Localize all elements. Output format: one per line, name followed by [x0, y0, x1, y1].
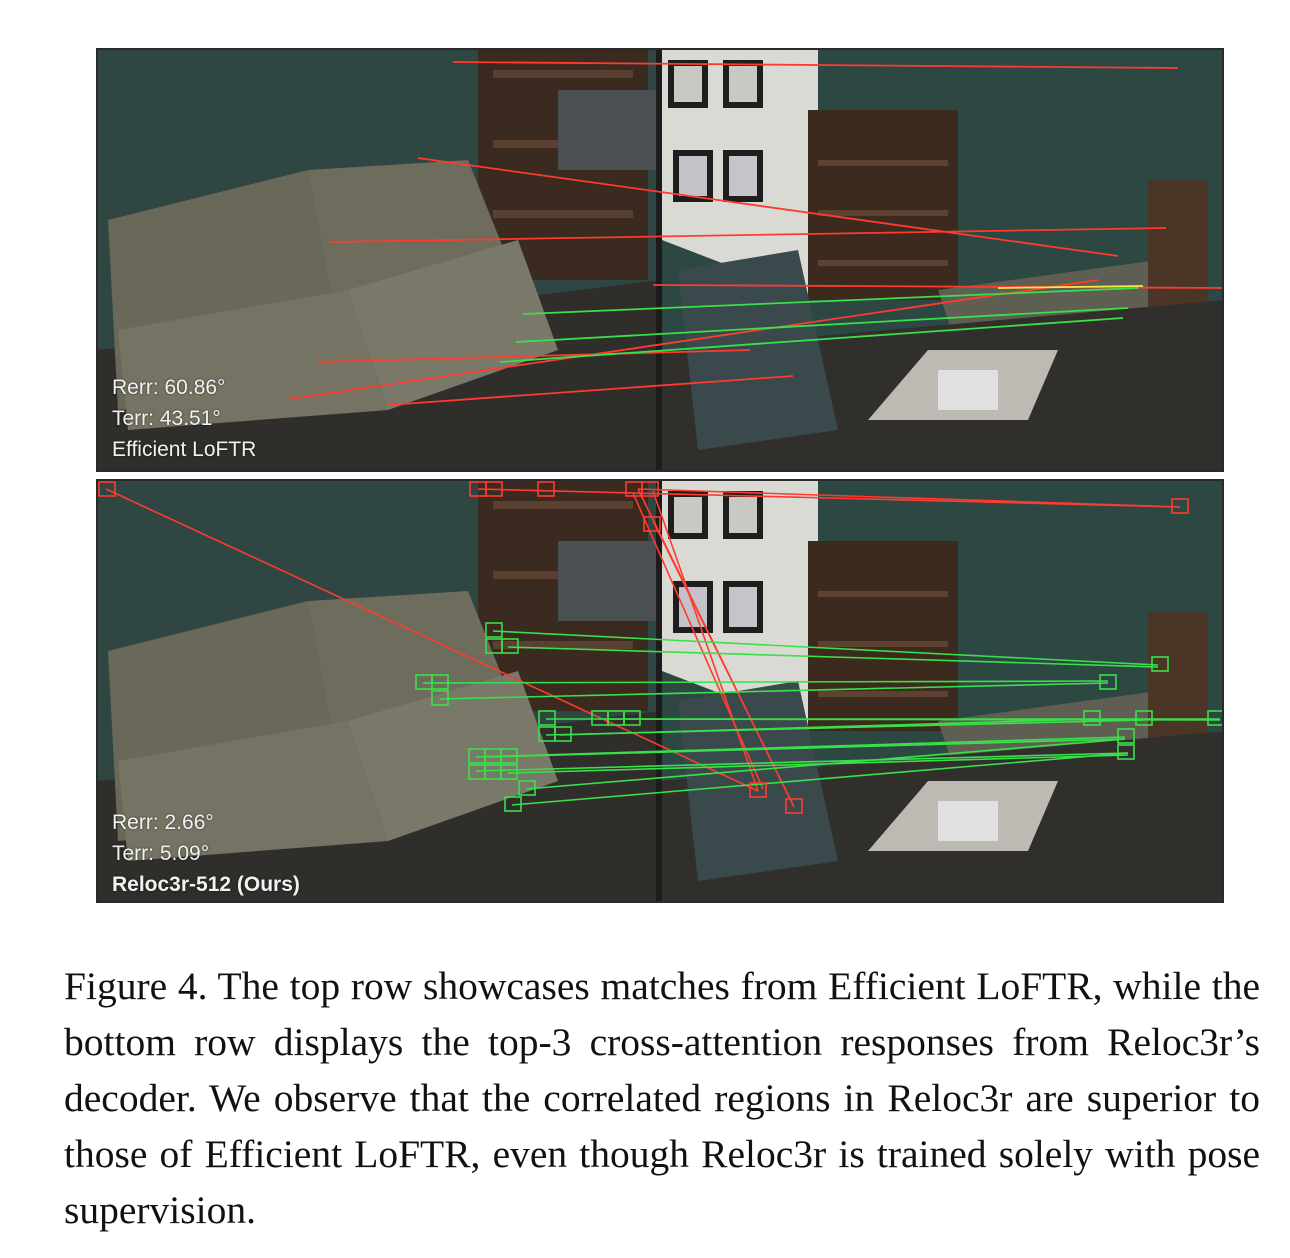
figure-caption: Figure 4. The top row showcases matches … — [64, 964, 1260, 1232]
bottom-panel-metrics: Rerr: 2.66° Terr: 5.09° Reloc3r-512 (Our… — [112, 807, 300, 900]
top-panel-metrics: Rerr: 60.86° Terr: 43.51° Efficient LoFT… — [112, 372, 256, 465]
right-bookshelf — [808, 110, 958, 300]
top-terr: Terr: 43.51° — [112, 407, 221, 430]
view-divider — [656, 50, 662, 470]
top-panel-efficient-loftr: Rerr: 60.86° Terr: 43.51° Efficient LoFT… — [96, 48, 1224, 472]
wrong-attention-boxes — [98, 481, 1189, 814]
correct-matches — [499, 287, 1139, 363]
bottom-method-label: Reloc3r-512 (Ours) — [112, 873, 300, 896]
bottom-panel-reloc3r: Rerr: 2.66° Terr: 5.09° Reloc3r-512 (Our… — [96, 479, 1224, 903]
wrong-attention-lines — [105, 488, 1181, 808]
yellow-match — [997, 285, 1144, 289]
top-rerr: Rerr: 60.86° — [112, 376, 226, 399]
right-chair — [1148, 180, 1208, 310]
right-armchair — [678, 250, 838, 450]
correct-attention-lines — [422, 630, 1221, 806]
bottom-terr: Terr: 5.09° — [112, 842, 210, 865]
correct-attention-boxes — [415, 622, 1222, 812]
top-panel-image — [98, 50, 1222, 470]
left-chair-back — [558, 90, 668, 170]
bottom-rerr: Rerr: 2.66° — [112, 811, 214, 834]
bottom-panel-image — [98, 481, 1222, 901]
wrong-matches — [289, 61, 1222, 406]
top-method-label: Efficient LoFTR — [112, 438, 257, 461]
